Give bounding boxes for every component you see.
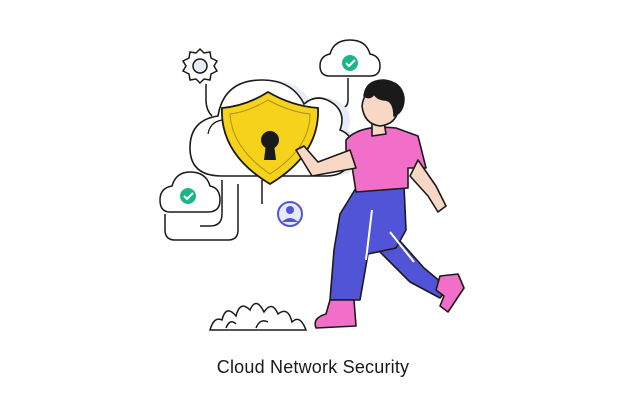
checkmark-cloud-icon (319, 39, 381, 77)
checkmark-cloud-icon (159, 171, 221, 213)
shield-lock-icon (221, 90, 319, 186)
gear-icon (181, 47, 219, 85)
person-illustration (295, 79, 465, 329)
user-icon (277, 201, 303, 227)
page-title: Cloud Network Security (216, 357, 410, 377)
grass-icon (209, 302, 308, 331)
